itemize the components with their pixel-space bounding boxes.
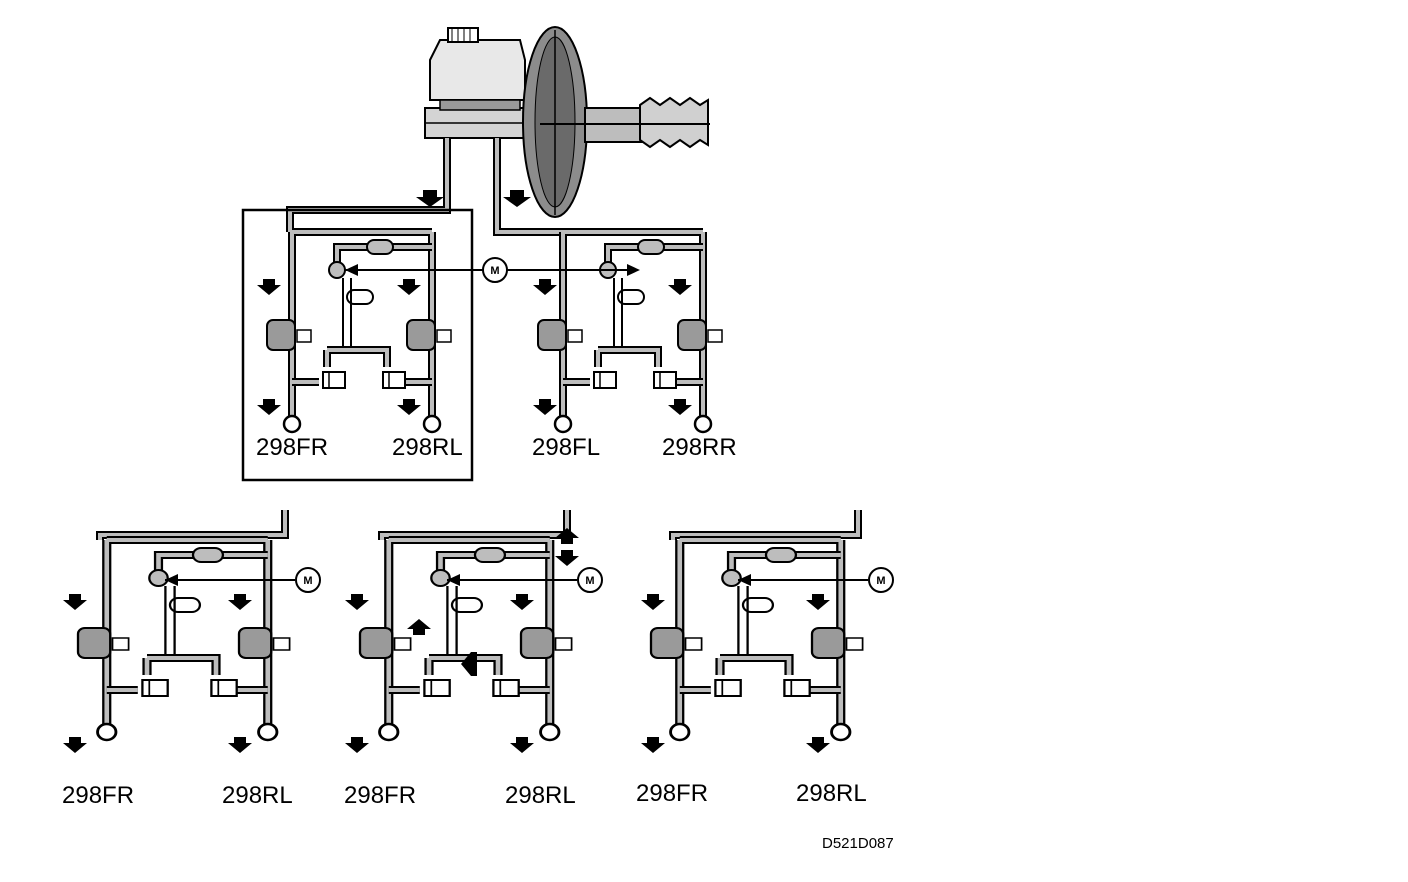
label-top-fl: 298FL (532, 434, 600, 461)
label-c-fr: 298FR (636, 780, 708, 807)
drawing-code: D521D087 (822, 835, 894, 852)
label-top-rl: 298RL (392, 434, 463, 461)
top-right-circuit (533, 232, 722, 432)
panel-a-circuit: M (63, 510, 321, 753)
motor-label: M (303, 575, 312, 587)
top-left-circuit (257, 232, 451, 432)
label-c-rl: 298RL (796, 780, 867, 807)
label-a-fr: 298FR (62, 782, 134, 809)
label-top-rr: 298RR (662, 434, 737, 461)
panel-c-circuit: M (641, 510, 894, 753)
circuit-highlight-frame (241, 208, 474, 482)
motor-label: M (490, 265, 499, 277)
panel-b-circuit: M (345, 510, 603, 753)
supply-pipes (286, 138, 700, 236)
label-a-rl: 298RL (222, 782, 293, 809)
label-b-fr: 298FR (344, 782, 416, 809)
motor-label: M (876, 575, 885, 587)
label-top-fr: 298FR (256, 434, 328, 461)
label-b-rl: 298RL (505, 782, 576, 809)
master-cylinder-booster (424, 26, 710, 218)
motor-top: M (345, 257, 640, 283)
motor-label: M (585, 575, 594, 587)
